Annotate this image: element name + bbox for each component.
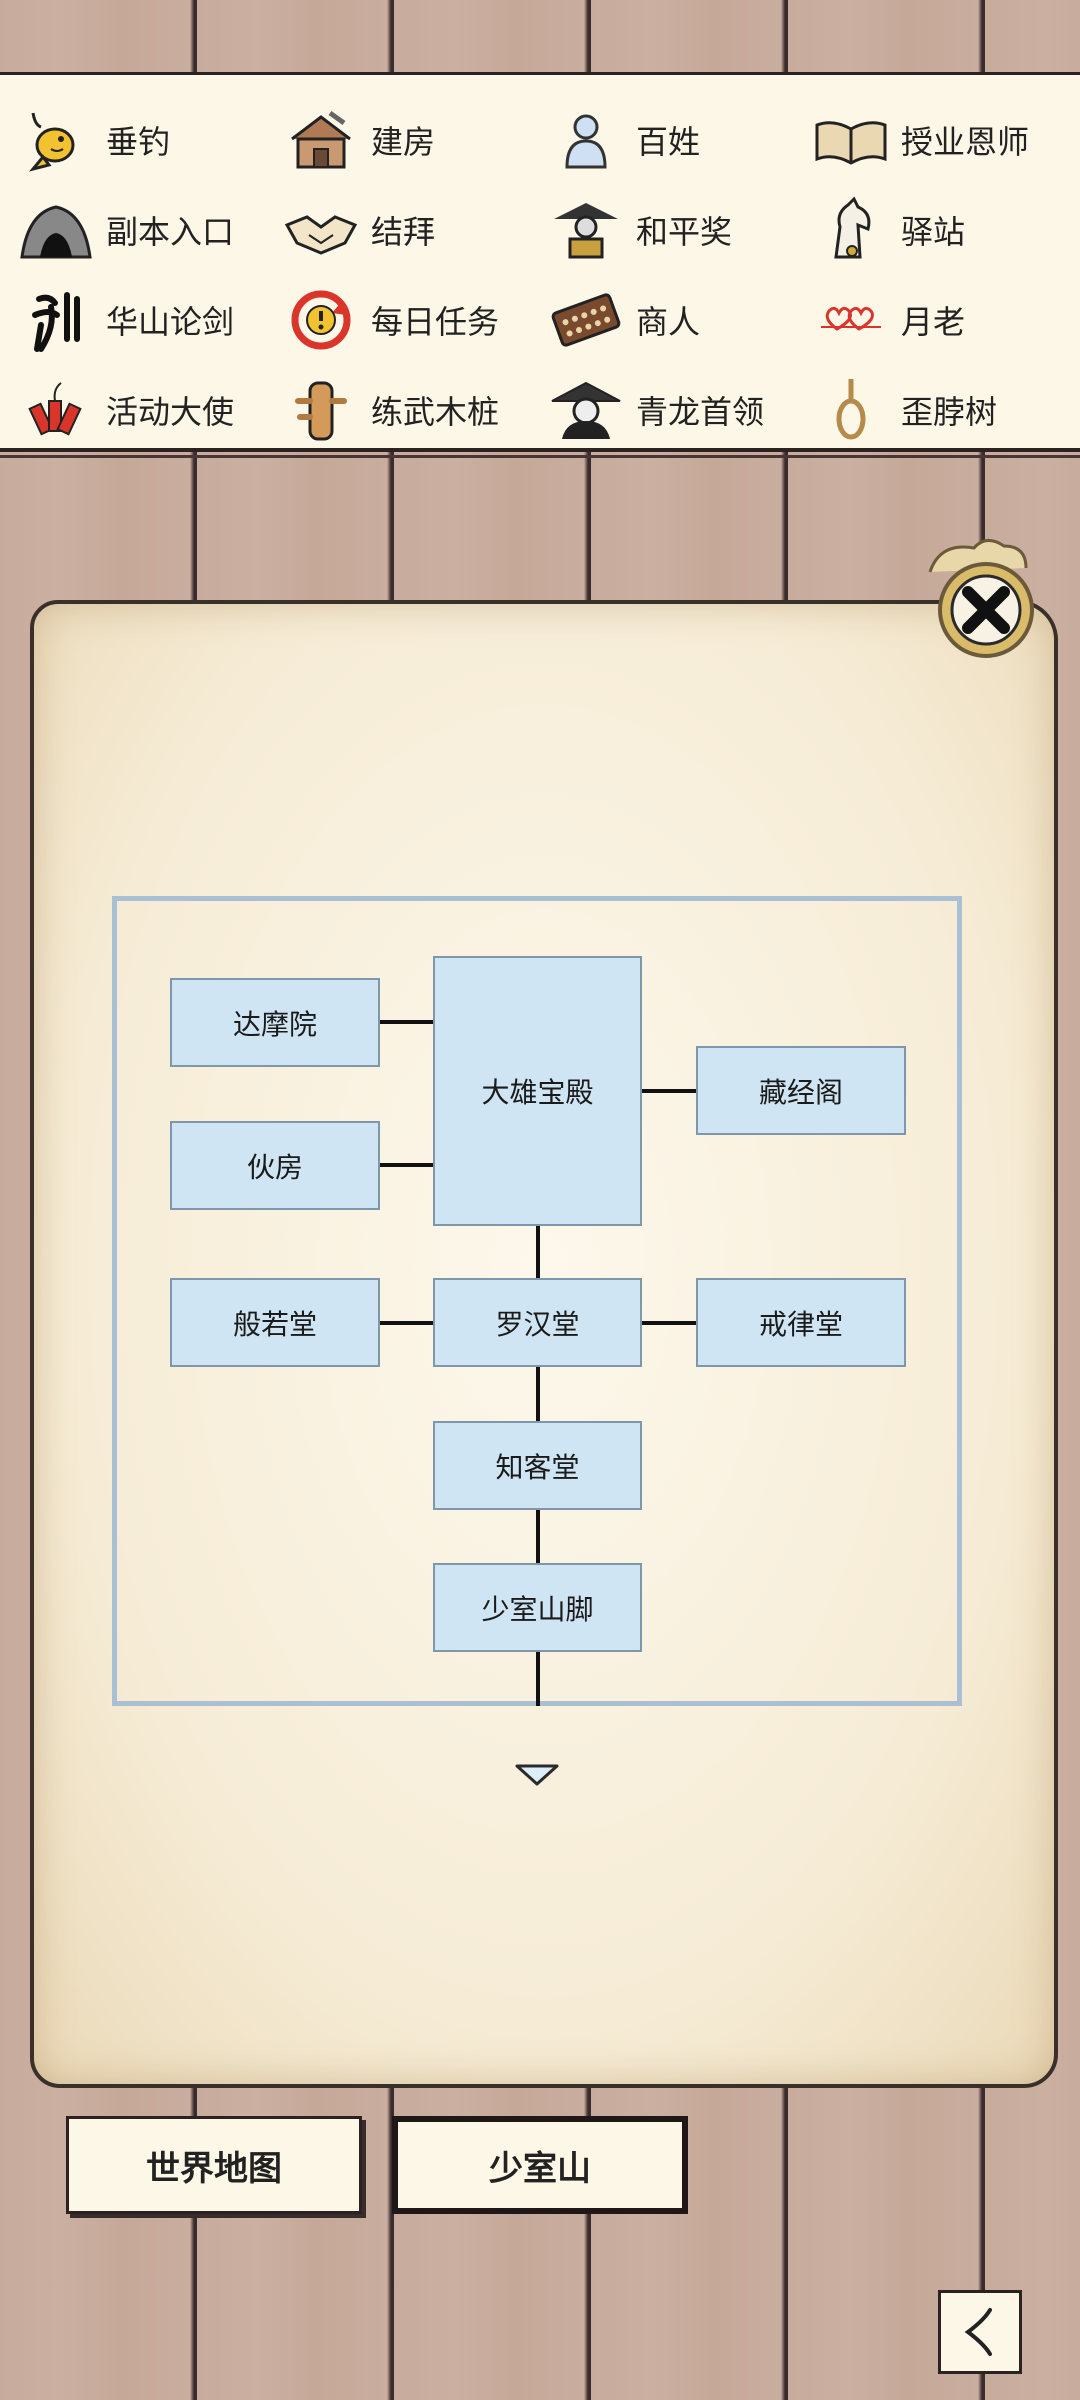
cave-entrance-icon <box>18 192 94 268</box>
firecracker-icon <box>18 372 94 448</box>
menu-item-merchant[interactable]: 商人 <box>542 275 807 365</box>
wooden-dummy-icon <box>283 372 359 448</box>
masked-leader-icon <box>548 372 624 448</box>
handshake-icon <box>283 192 359 268</box>
menu-item-matchmaker[interactable]: 月老 <box>807 275 1072 365</box>
edge-daxiong-luohan <box>536 1225 540 1279</box>
map-node-shaoshi-foot[interactable]: 少室山脚 <box>433 1563 642 1652</box>
menu-item-dungeon-entrance[interactable]: 副本入口 <box>12 185 277 275</box>
menu-item-label: 垂钓 <box>106 123 171 161</box>
menu-item-fishing[interactable]: 垂钓 <box>12 95 277 185</box>
menu-item-training-dummy[interactable]: 练武木桩 <box>277 365 542 455</box>
edge-huofang-daxiong <box>378 1163 434 1167</box>
menu-item-post-station[interactable]: 驿站 <box>807 185 1072 275</box>
close-button[interactable] <box>910 532 1050 672</box>
map-node-daxiong-hall[interactable]: 大雄宝殿 <box>433 956 642 1226</box>
scroll-down-arrow[interactable] <box>515 1762 559 1788</box>
edge-damoyuan-daxiong <box>378 1020 434 1024</box>
wood-divider <box>0 455 1080 458</box>
menu-item-qinglong-leader[interactable]: 青龙首领 <box>542 365 807 455</box>
person-icon <box>548 102 624 178</box>
abacus-icon <box>548 282 624 358</box>
horse-icon <box>813 192 889 268</box>
edge-boruo-luohan <box>378 1321 434 1325</box>
menu-item-label: 副本入口 <box>106 213 235 251</box>
map-node-cangjing-pavilion[interactable]: 藏经阁 <box>696 1046 906 1135</box>
back-arrow-icon <box>964 2308 992 2356</box>
daily-task-icon <box>283 282 359 358</box>
fish-icon <box>18 102 94 178</box>
menu-item-label: 驿站 <box>901 213 966 251</box>
menu-item-label: 歪脖树 <box>901 393 998 431</box>
menu-item-event-ambassador[interactable]: 活动大使 <box>12 365 277 455</box>
function-menu-panel: 垂钓 建房 百姓 授业恩师 副本入口 <box>0 72 1080 452</box>
hearts-icon <box>813 282 889 358</box>
menu-item-label: 结拜 <box>371 213 436 251</box>
edge-luohan-zhike <box>536 1367 540 1423</box>
menu-item-label: 月老 <box>901 303 966 341</box>
menu-item-crooked-tree[interactable]: 歪脖树 <box>807 365 1072 455</box>
current-location-button[interactable]: 少室山 <box>392 2116 688 2214</box>
menu-item-label: 每日任务 <box>371 303 500 341</box>
sword-calligraphy-icon <box>18 282 94 358</box>
map-node-luohan-hall[interactable]: 罗汉堂 <box>433 1278 642 1367</box>
edge-daxiong-cangjing <box>640 1089 698 1093</box>
menu-item-mentor[interactable]: 授业恩师 <box>807 95 1072 185</box>
map-node-boruo-hall[interactable]: 般若堂 <box>170 1278 380 1367</box>
menu-item-label: 活动大使 <box>106 393 235 431</box>
back-button[interactable] <box>938 2290 1022 2374</box>
menu-item-sworn-brothers[interactable]: 结拜 <box>277 185 542 275</box>
menu-item-label: 练武木桩 <box>371 393 500 431</box>
noose-icon <box>813 372 889 448</box>
house-building-icon <box>283 102 359 178</box>
menu-item-huashan-sword[interactable]: 华山论剑 <box>12 275 277 365</box>
menu-item-daily-tasks[interactable]: 每日任务 <box>277 275 542 365</box>
chevron-down-icon <box>515 1764 559 1786</box>
edge-shaoshi-exit <box>536 1652 540 1706</box>
menu-item-label: 商人 <box>636 303 701 341</box>
menu-item-citizens[interactable]: 百姓 <box>542 95 807 185</box>
menu-item-label: 青龙首领 <box>636 393 765 431</box>
close-icon <box>928 539 1034 658</box>
function-menu-grid: 垂钓 建房 百姓 授业恩师 副本入口 <box>12 95 1072 445</box>
menu-item-peace-award[interactable]: 和平奖 <box>542 185 807 275</box>
map-node-zhike-hall[interactable]: 知客堂 <box>433 1421 642 1510</box>
menu-item-label: 百姓 <box>636 123 701 161</box>
peace-award-icon <box>548 192 624 268</box>
menu-item-build-house[interactable]: 建房 <box>277 95 542 185</box>
map-node-damoyuan[interactable]: 达摩院 <box>170 978 380 1067</box>
menu-item-label: 华山论剑 <box>106 303 235 341</box>
map-node-jielv-hall[interactable]: 戒律堂 <box>696 1278 906 1367</box>
menu-item-label: 授业恩师 <box>901 123 1030 161</box>
menu-item-label: 建房 <box>371 123 436 161</box>
world-map-button[interactable]: 世界地图 <box>66 2116 362 2214</box>
edge-zhike-shaoshi <box>536 1510 540 1565</box>
menu-item-label: 和平奖 <box>636 213 733 251</box>
open-book-icon <box>813 102 889 178</box>
map-node-kitchen[interactable]: 伙房 <box>170 1121 380 1210</box>
edge-luohan-jielv <box>640 1321 698 1325</box>
